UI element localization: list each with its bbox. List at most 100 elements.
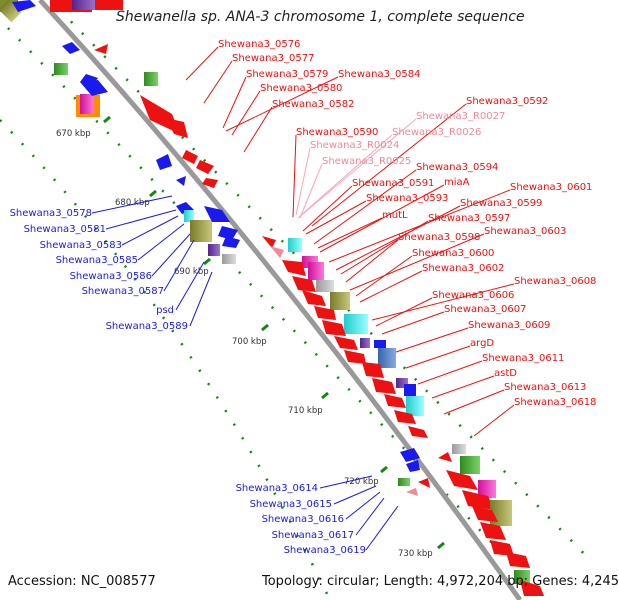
gene-arrow [400,448,420,462]
gene-label[interactable]: Shewana3_0619 [284,545,366,556]
rna-label[interactable]: Shewana3_R0027 [416,111,505,122]
gene-arrow [202,178,218,188]
gene-label[interactable]: Shewana3_0589 [106,321,188,332]
gene-arrow [12,0,36,12]
gene-arrow [262,236,276,248]
gene-label[interactable]: Shewana3_0603 [484,226,566,237]
gene-arrow [446,470,478,490]
gene-block [288,238,302,252]
gene-arrow [372,378,396,394]
gene-block [360,338,370,348]
gene-label[interactable]: Shewana3_0606 [432,290,514,301]
gene-arrow [362,362,384,378]
rna-label[interactable]: Shewana3_R0025 [322,156,411,167]
kbp-label: 690 kbp [174,267,209,277]
kbp-label: 700 kbp [232,337,267,347]
gene-label[interactable]: Shewana3_0582 [272,99,354,110]
gene-block [95,0,123,10]
gene-arrow [462,490,494,510]
gene-label[interactable]: mutL [382,210,408,221]
gene-block [406,396,424,416]
gene-label[interactable]: Shewana3_0583 [40,240,122,251]
gene-block [72,0,96,10]
gene-label[interactable]: Shewana3_0601 [510,182,592,193]
gene-label[interactable]: Shewana3_0581 [24,224,106,235]
gene-label[interactable]: Shewana3_0617 [272,530,354,541]
chromosome-backbone [38,0,523,600]
gene-block [80,94,94,114]
kbp-label: 730 kbp [398,549,433,559]
gene-label[interactable]: Shewana3_0590 [296,127,378,138]
dotted-tracks [0,9,591,600]
gene-arrow [480,522,506,540]
gene-label[interactable]: psd [156,305,174,316]
gene-block [452,444,466,454]
gene-label[interactable]: Shewana3_0615 [250,499,332,510]
gene-arrow [418,478,430,488]
gene-label[interactable]: Shewana3_0580 [260,83,342,94]
gene-label[interactable]: Shewana3_0607 [444,304,526,315]
gene-arrow [218,226,238,240]
gene-label[interactable]: Shewana3_0576 [218,39,300,50]
gene-block [0,0,22,23]
gene-label[interactable]: Shewana3_0609 [468,320,550,331]
gene-label[interactable]: Shewana3_0602 [422,263,504,274]
gene-label[interactable]: Shewana3_0598 [398,232,480,243]
gene-label[interactable]: Shewana3_0597 [428,213,510,224]
gene-block [374,340,386,348]
gene-block [330,292,350,310]
rna-label[interactable]: Shewana3_R0024 [310,140,399,151]
map-title: Shewanella sp. ANA-3 chromosome 1, compl… [116,9,525,25]
gene-label[interactable]: Shewana3_0584 [338,69,420,80]
gene-arrow [490,540,514,556]
gene-arrow [94,44,108,54]
gene-label[interactable]: Shewana3_0586 [70,271,152,282]
gene-label[interactable]: Shewana3_0599 [460,198,542,209]
gene-label[interactable]: miaA [444,177,470,188]
gene-label[interactable]: Shewana3_0600 [412,248,494,259]
gene-arrow [408,426,428,438]
topology-text: Topology: circular; Length: 4,972,204 bp… [262,574,619,589]
gene-label[interactable]: Shewana3_0611 [482,353,564,364]
gene-label[interactable]: Shewana3_0585 [56,255,138,266]
gene-arrow [182,150,198,164]
gene-label[interactable]: Shewana3_0587 [82,286,164,297]
gene-arrow [334,336,358,350]
gene-label[interactable]: astD [494,368,517,379]
gene-arrow [80,80,108,96]
gene-label[interactable]: argD [470,338,494,349]
gene-arrow [406,460,420,472]
kbp-ticks [103,115,445,550]
accession-text: Accession: NC_008577 [8,574,156,589]
gene-arrow [62,42,80,54]
gene-arrow [204,206,230,222]
gene-arrow [292,276,316,292]
gene-label[interactable]: Shewana3_0593 [366,193,448,204]
gene-label[interactable]: Shewana3_0613 [504,382,586,393]
gene-label[interactable]: Shewana3_0577 [232,53,314,64]
gene-arrow [520,580,544,596]
gene-arrow [438,452,452,462]
gene-block [460,456,480,474]
gene-arrow [394,410,416,424]
genome-map: 670 kbp 680 kbp 690 kbp 700 kbp 710 kbp … [0,0,596,600]
gene-label[interactable]: Shewana3_0578 [10,208,92,219]
gene-label[interactable]: Shewana3_0594 [416,162,498,173]
kbp-label: 670 kbp [56,129,91,139]
gene-arrow [282,260,306,276]
gene-arrow [472,506,498,522]
gene-label[interactable]: Shewana3_0614 [236,483,318,494]
gene-label[interactable]: Shewana3_0592 [466,96,548,107]
gene-label[interactable]: Shewana3_0579 [246,69,328,80]
gene-label[interactable]: Shewana3_0618 [514,397,596,408]
gene-block [222,254,236,264]
gene-label[interactable]: Shewana3_0608 [514,276,596,287]
gene-block [184,210,194,222]
gene-label[interactable]: Shewana3_0591 [352,178,434,189]
gene-block [344,314,368,334]
gene-label[interactable]: Shewana3_0616 [262,514,344,525]
blue-leader-lines [91,195,399,551]
gene-features [0,0,544,596]
kbp-label: 710 kbp [288,406,323,416]
rna-label[interactable]: Shewana3_R0026 [392,127,481,138]
